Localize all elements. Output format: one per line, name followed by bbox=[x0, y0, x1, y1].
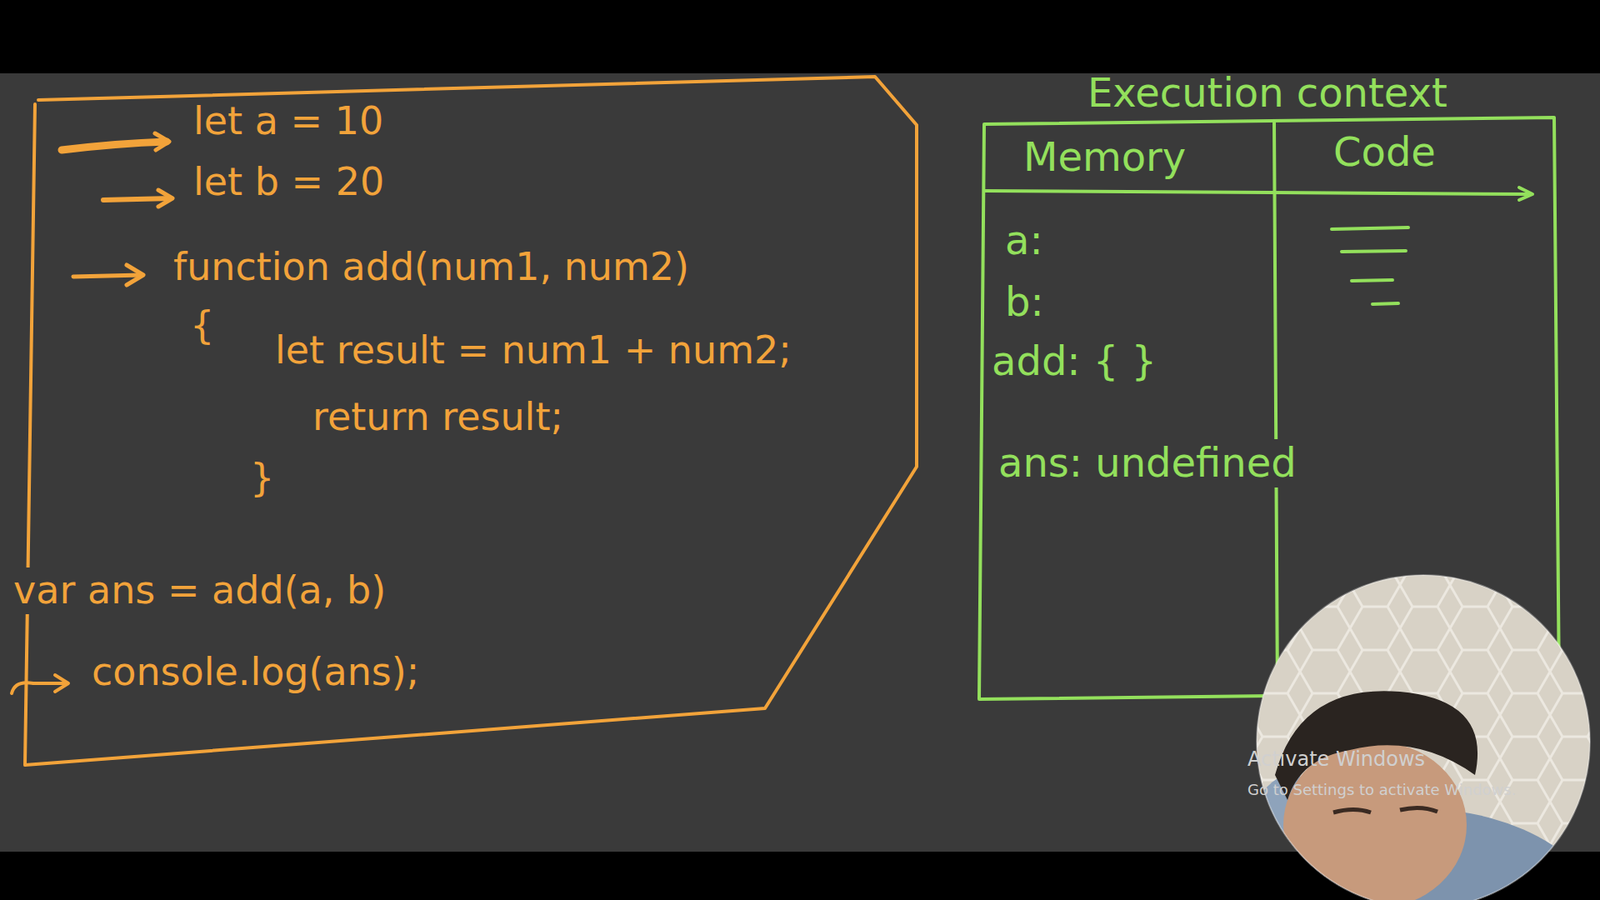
column-divider bbox=[1274, 120, 1278, 700]
pointer-arrow bbox=[103, 198, 171, 200]
memory-entry: b: bbox=[1005, 278, 1045, 327]
code-line: function add(num1, num2) bbox=[173, 244, 690, 290]
pointer-arrow bbox=[55, 675, 69, 692]
column-heading: Memory bbox=[1023, 133, 1186, 182]
memory-entry: add: { } bbox=[991, 337, 1157, 386]
hand-drawn-border bbox=[25, 76, 917, 765]
table-border bbox=[979, 117, 1560, 700]
code-line: let a = 10 bbox=[193, 98, 384, 145]
execution-context-table: Execution contextMemorya:b:add: { }ans: … bbox=[977, 117, 1561, 700]
node-outline bbox=[1275, 117, 1561, 700]
memory-entry: a: bbox=[1005, 216, 1044, 265]
code-scribble bbox=[1351, 280, 1393, 281]
watermark-text: Go to Settings to activate Windows. bbox=[1247, 780, 1516, 800]
pointer-arrow bbox=[158, 190, 173, 207]
code-box: let a = 10 let b = 20 function add(num1, n… bbox=[20, 73, 930, 774]
code-scribble bbox=[1331, 227, 1409, 230]
memory-entry: ans: undefined bbox=[995, 439, 1300, 488]
memory-column: Memorya:b:add: { }ans: undefined bbox=[977, 117, 1276, 700]
code-line: console.log(ans); bbox=[91, 649, 420, 695]
pointer-arrow bbox=[155, 133, 170, 150]
pointer-arrow bbox=[73, 275, 142, 277]
watermark-text: Activate Windows bbox=[1247, 747, 1425, 772]
header-rule bbox=[984, 190, 1531, 195]
code-line: return result; bbox=[312, 394, 564, 440]
code-line: let b = 20 bbox=[193, 159, 385, 205]
video-bar bbox=[0, 851, 1600, 900]
webcam-picture bbox=[1225, 566, 1600, 900]
video-bar bbox=[0, 0, 1600, 74]
pointer-arrow bbox=[61, 141, 167, 150]
node-outline bbox=[977, 117, 1561, 700]
code-line: var ans = add(a, b) bbox=[10, 567, 390, 614]
pointer-arrow bbox=[126, 265, 144, 285]
code-scribble bbox=[1372, 303, 1399, 305]
node-outline bbox=[977, 117, 1276, 700]
column-heading: Code bbox=[1333, 128, 1436, 177]
code-column: Code bbox=[1275, 117, 1561, 700]
code-line: let result = num1 + num2; bbox=[275, 327, 792, 374]
code-scribble bbox=[1341, 250, 1406, 252]
code-line: } bbox=[250, 455, 275, 501]
header-rule-arrow bbox=[1519, 187, 1533, 200]
code-line: { bbox=[190, 302, 215, 349]
panel-heading: Execution context bbox=[1087, 69, 1448, 118]
